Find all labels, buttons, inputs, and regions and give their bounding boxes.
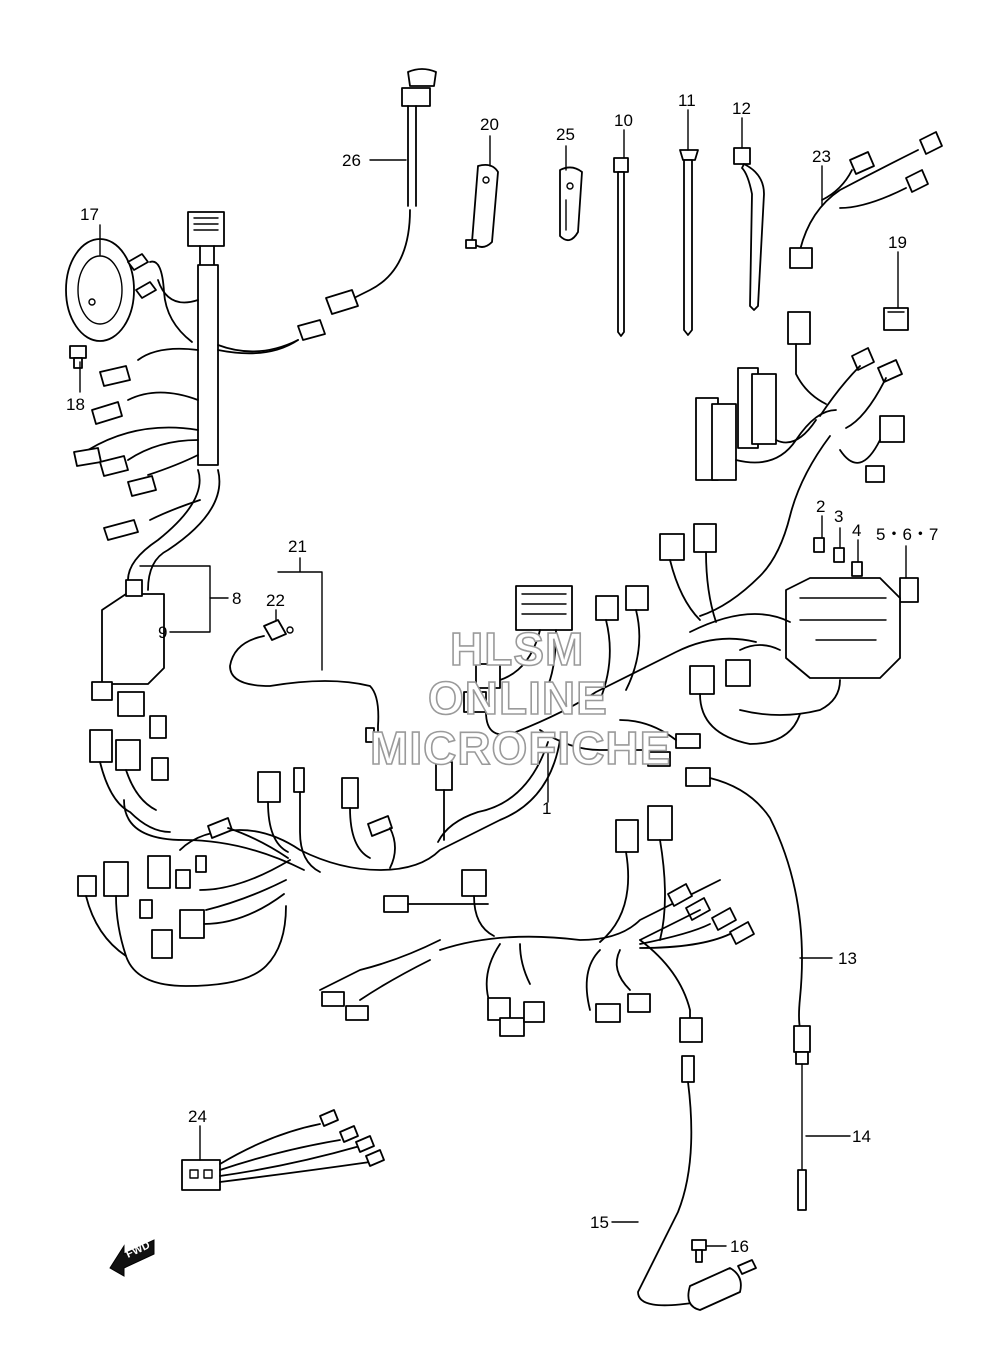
harness-lower-center[interactable]	[319, 805, 755, 1043]
callout-2: 2	[816, 497, 825, 516]
rod-part-14[interactable]	[797, 1063, 807, 1211]
callout-20: 20	[480, 115, 499, 134]
callout-15: 15	[590, 1213, 609, 1232]
watermark-line-1: HLSM	[450, 623, 584, 675]
leader-lines	[79, 109, 907, 1247]
watermark: HLSM ONLINE MICROFICHE	[369, 622, 671, 775]
callout-17: 17	[80, 205, 99, 224]
switch-lead-part-15[interactable]	[637, 1055, 757, 1311]
callout-25: 25	[556, 125, 575, 144]
harness-right-upper[interactable]	[695, 311, 905, 617]
main-harness-part-1[interactable]	[179, 523, 801, 871]
bracket-part-20[interactable]	[465, 163, 499, 249]
tie-part-12[interactable]	[733, 147, 765, 311]
callout-22: 22	[266, 591, 285, 610]
callout-23: 23	[812, 147, 831, 166]
lead-part-23[interactable]	[789, 131, 943, 269]
harness-upper-left[interactable]	[73, 211, 299, 591]
callout-1: 1	[542, 799, 551, 818]
harness-lower-left[interactable]	[77, 729, 453, 987]
bolt-part-16[interactable]	[691, 1239, 707, 1263]
sub-harness-part-24[interactable]	[181, 1109, 385, 1191]
watermark-line-2: ONLINE	[428, 672, 608, 724]
watermark-line-3: MICROFICHE	[370, 722, 671, 774]
callout-3: 3	[834, 507, 843, 526]
fuse-box[interactable]	[739, 577, 901, 716]
lead-part-22[interactable]	[229, 619, 380, 753]
callout-labels: 1 2 3 4 5・6・7 8 9 10 11 12 13 14 15 16 1…	[66, 91, 938, 1256]
callout-14: 14	[852, 1127, 871, 1146]
callout-18: 18	[66, 395, 85, 414]
callout-8: 8	[232, 589, 241, 608]
callout-21: 21	[288, 537, 307, 556]
relay-part-5-6-7[interactable]	[899, 577, 919, 603]
fwd-arrow-icon: FWD	[109, 1239, 155, 1277]
fuse-part-4[interactable]	[851, 561, 863, 577]
callout-12: 12	[732, 99, 751, 118]
callout-13: 13	[838, 949, 857, 968]
lead-part-26[interactable]	[217, 68, 437, 353]
callout-16: 16	[730, 1237, 749, 1256]
fuse-part-3[interactable]	[833, 547, 845, 563]
fuse-part-2[interactable]	[813, 537, 825, 553]
connector-part-19[interactable]	[883, 307, 909, 331]
callout-11: 11	[678, 91, 696, 110]
tie-part-11[interactable]	[679, 149, 699, 336]
sensor-lead-part-13[interactable]	[685, 767, 811, 1065]
bolt-part-18[interactable]	[69, 345, 87, 369]
callout-10: 10	[614, 111, 633, 130]
sensor-part-21[interactable]	[293, 727, 375, 873]
callout-9: 9	[158, 623, 167, 642]
callout-19: 19	[888, 233, 907, 252]
callout-5-6-7: 5・6・7	[876, 525, 938, 544]
callout-24: 24	[188, 1107, 207, 1126]
horn-part-17[interactable]	[65, 238, 193, 343]
module-part-9[interactable]	[91, 579, 167, 739]
tie-part-10[interactable]	[613, 157, 629, 337]
callout-4: 4	[852, 521, 861, 540]
clamp-part-25[interactable]	[559, 166, 583, 242]
callout-26: 26	[342, 151, 361, 170]
